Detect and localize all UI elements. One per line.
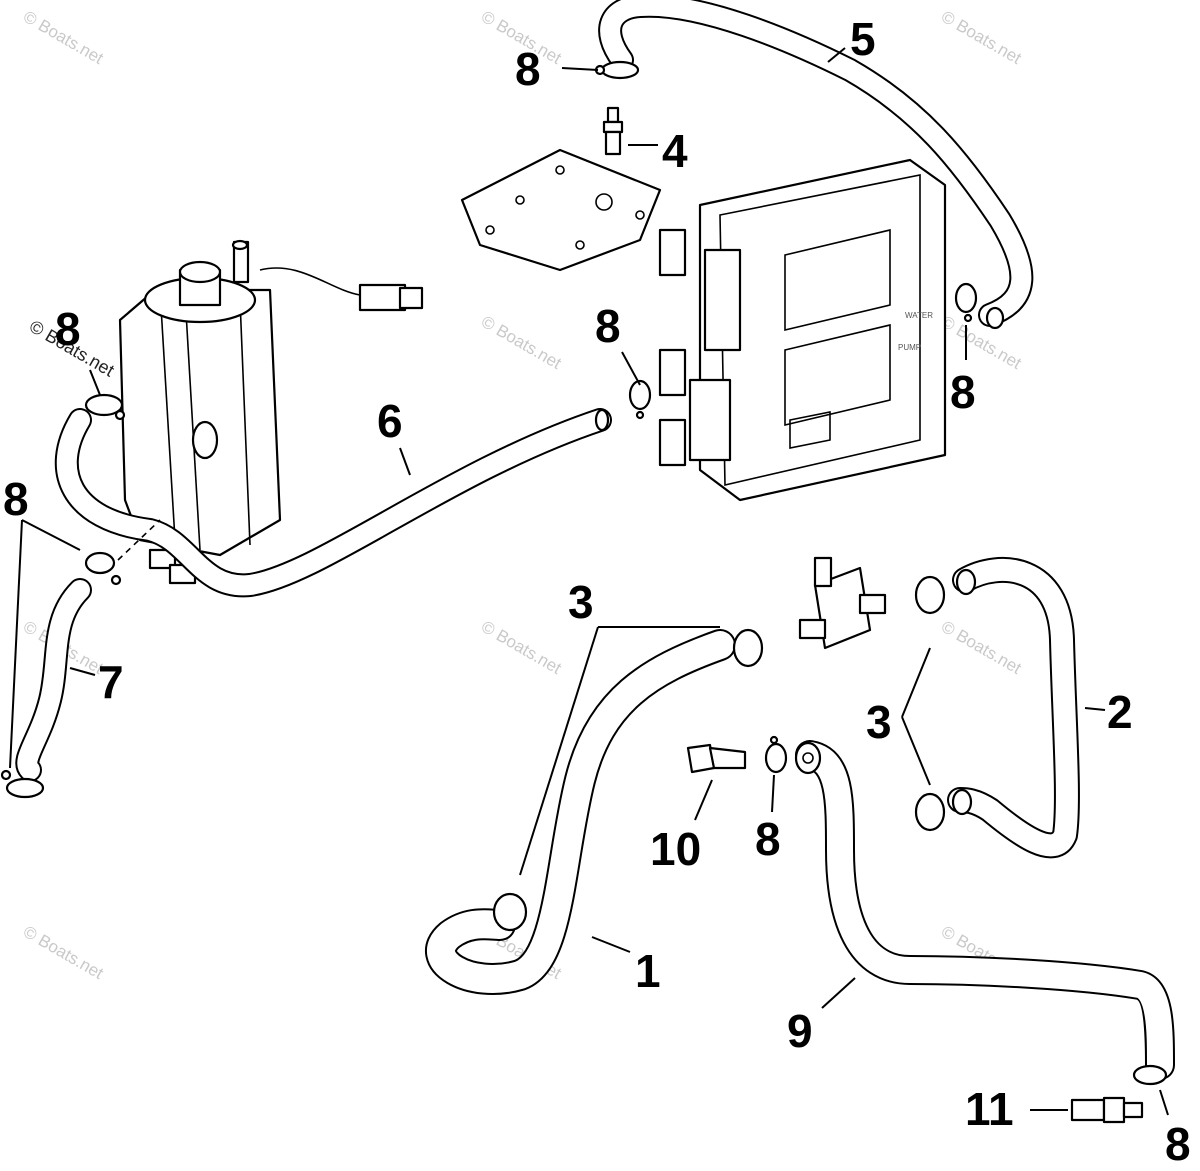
clamp-bottom-right — [1132, 1064, 1168, 1086]
watermark: © Boats.net — [938, 7, 1025, 68]
leader-lines — [9, 47, 1169, 1116]
gasket-plate — [460, 148, 662, 272]
callout-5: 5 — [850, 13, 876, 65]
callout-8: 8 — [755, 813, 781, 865]
hose-1 — [425, 629, 736, 995]
clamp-module-right — [954, 282, 978, 323]
clamp-left-top — [84, 393, 126, 421]
hose-7 — [15, 578, 92, 782]
watermark: © Boats.net — [20, 922, 107, 983]
clamp-1-top — [732, 628, 764, 668]
tee-fitting — [798, 556, 887, 650]
clamp-7-top — [84, 551, 122, 586]
callout-6: 6 — [377, 395, 403, 447]
clamp-1-bottom — [492, 892, 528, 932]
fitting-4 — [602, 106, 624, 156]
callouts: 5 8 4 8 8 8 6 8 7 3 3 2 10 8 1 9 11 8 — [3, 13, 1191, 1170]
callout-4: 4 — [662, 125, 688, 177]
callout-8: 8 — [1165, 1118, 1191, 1170]
callout-10: 10 — [650, 823, 701, 875]
control-module: WATER PUMP — [658, 158, 947, 502]
clamp-top — [594, 60, 640, 80]
hose-6 — [54, 408, 612, 598]
callout-8: 8 — [515, 43, 541, 95]
clamp-2-bottom — [914, 792, 946, 832]
callout-2: 2 — [1107, 686, 1133, 738]
fitting-10 — [686, 743, 747, 774]
module-label-bottom: PUMP — [898, 343, 921, 352]
clamp-2-top — [914, 575, 946, 615]
watermark: © Boats.net — [20, 7, 107, 68]
callout-11: 11 — [965, 1083, 1014, 1135]
watermark: © Boats.net — [938, 617, 1025, 678]
callout-7: 7 — [98, 656, 124, 708]
callout-9: 9 — [787, 1005, 813, 1057]
callout-8: 8 — [950, 366, 976, 418]
clamp-middle — [764, 735, 788, 774]
hose-9 — [794, 740, 1175, 1080]
hose-2 — [947, 557, 1080, 859]
callout-3: 3 — [866, 696, 892, 748]
hose-5 — [598, 0, 1034, 330]
callout-3: 3 — [568, 576, 594, 628]
vapor-separator — [118, 239, 424, 585]
clamp-7-bottom — [0, 769, 45, 799]
clamp-6-end — [628, 379, 652, 420]
callout-8: 8 — [595, 300, 621, 352]
callout-8: 8 — [3, 473, 29, 525]
module-label-top: WATER — [905, 311, 933, 320]
watermark: © Boats.net — [478, 617, 565, 678]
callout-1: 1 — [635, 945, 661, 997]
watermark: © Boats.net — [478, 312, 565, 373]
callout-8: 8 — [55, 303, 81, 355]
fitting-11 — [1070, 1096, 1144, 1124]
